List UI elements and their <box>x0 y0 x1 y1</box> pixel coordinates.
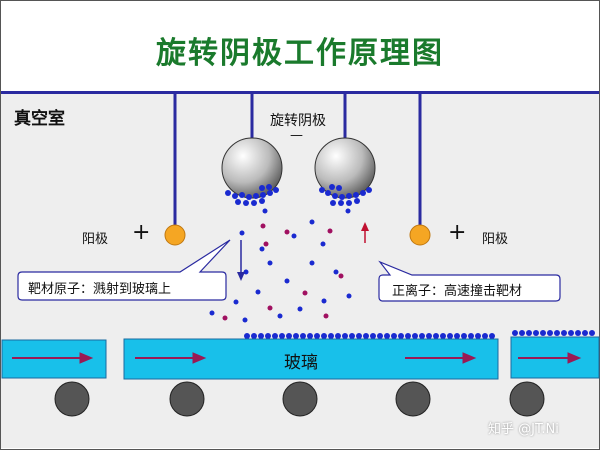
rotating-cathode-right <box>314 137 376 199</box>
chamber-top-line <box>1 91 599 94</box>
anode-right-sign: + <box>448 220 467 245</box>
watermark: 知乎 @JT.Ni <box>488 422 559 437</box>
anode-left-label: 阳极 <box>82 232 109 247</box>
anode-left <box>164 224 186 246</box>
callout-right-text: 正离子：高速撞击靶材 <box>392 284 523 299</box>
glass-label: 玻璃 <box>284 353 318 373</box>
title-band <box>1 1 599 91</box>
positive-ions <box>222 223 344 321</box>
conveyor-rollers <box>54 381 545 417</box>
conveyor-arrows <box>12 352 582 364</box>
anode-right <box>409 224 431 246</box>
anode-right-label: 阳极 <box>482 232 509 247</box>
vacuum-chamber-label: 真空室 <box>14 109 65 129</box>
motion-arrows <box>237 222 369 281</box>
callout-right-bubble <box>378 260 561 302</box>
rotating-cathode-left <box>221 137 283 199</box>
callout-left-text: 靶材原子：溅射到玻璃上 <box>28 282 172 297</box>
rotating-cathode-label: 旋转阴极 <box>270 113 326 129</box>
cathode-sign: — <box>290 128 303 143</box>
anode-left-sign: + <box>132 220 151 245</box>
diagram-title: 旋转阴极工作原理图 <box>156 36 444 71</box>
deposited-film <box>244 330 595 339</box>
target-atoms-on-cathode <box>225 184 372 206</box>
callout-left-bubble <box>17 239 231 301</box>
sputtered-atoms <box>209 208 352 323</box>
